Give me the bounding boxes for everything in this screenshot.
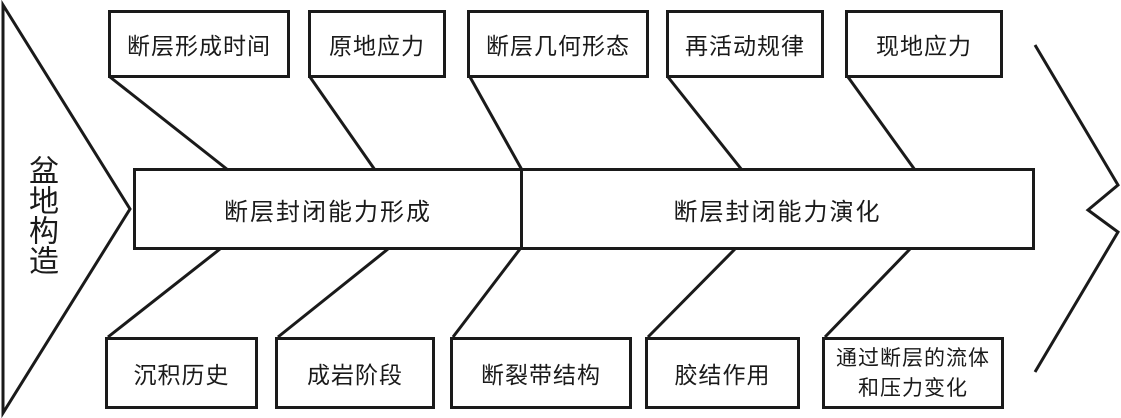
- spine-formation-box: 断层封闭能力形成: [133, 168, 523, 250]
- bottom-factor-1: 沉积历史: [105, 337, 258, 409]
- top-factor-4: 再活动规律: [666, 10, 824, 78]
- bottom-factor-4: 胶结作用: [645, 337, 800, 409]
- head-label: 盆地构造: [23, 155, 58, 275]
- bottom-branch-1: [107, 247, 221, 339]
- bottom-branch-4: [646, 247, 737, 339]
- bottom-factor-3: 断裂带结构: [450, 337, 632, 409]
- top-factor-5: 现地应力: [845, 10, 1003, 78]
- top-factor-3: 断层几何形态: [467, 10, 649, 78]
- bottom-branch-5: [823, 247, 912, 339]
- top-factor-2: 原地应力: [308, 10, 446, 78]
- spine-evolution-box: 断层封闭能力演化: [520, 168, 1035, 250]
- head-triangle: [1, 0, 132, 418]
- top-branch-4: [666, 76, 744, 171]
- bottom-branch-2: [277, 247, 389, 339]
- bottom-factor-2: 成岩阶段: [275, 337, 435, 409]
- top-branch-3: [468, 76, 524, 171]
- top-branch-2: [308, 76, 377, 171]
- bottom-factor-5: 通过断层的流体和压力变化: [822, 337, 1004, 409]
- top-factor-1: 断层形成时间: [108, 10, 290, 78]
- tail-zigzag: [1033, 44, 1120, 373]
- top-branch-1: [109, 75, 229, 172]
- bottom-branch-3: [451, 248, 522, 338]
- top-branch-5: [846, 76, 917, 171]
